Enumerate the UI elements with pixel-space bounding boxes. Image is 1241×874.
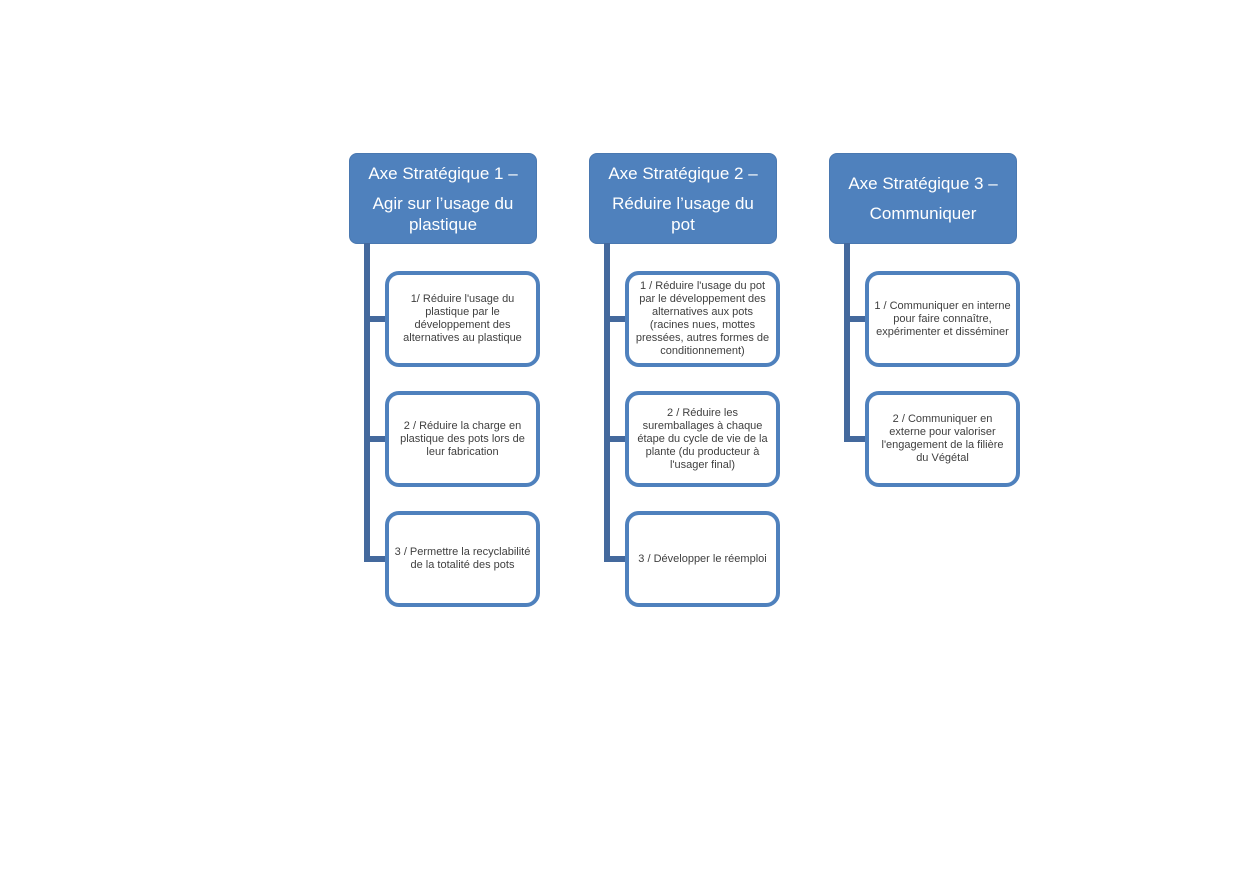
axis-1-connector-stub-1 — [364, 316, 386, 322]
axis-3-connector-stub-1 — [844, 316, 866, 322]
axis-column-1: Axe Stratégique 1 – Agir sur l’usage du … — [349, 0, 541, 874]
axis-3-connector-stub-2 — [844, 436, 866, 442]
axis-1-title-line2: Agir sur l’usage du plastique — [372, 193, 514, 234]
axis-2-title-line2: Réduire l’usage du pot — [612, 193, 754, 234]
axis-3-action-2-label: 2 / Communiquer en externe pour valorise… — [881, 413, 1004, 464]
axis-3-connector-vertical — [844, 243, 850, 442]
axis-1-action-2-label: 2 / Réduire la charge en plastique des p… — [400, 419, 525, 458]
axis-2-action-box-1: 1 / Réduire l'usage du pot par le dévelo… — [625, 271, 780, 367]
axis-1-connector-vertical — [364, 243, 370, 562]
axis-2-connector-stub-1 — [604, 316, 626, 322]
axis-column-2: Axe Stratégique 2 – Réduire l’usage du p… — [589, 0, 781, 874]
axis-1-action-box-3: 3 / Permettre la recyclabilité de la tot… — [385, 511, 540, 607]
axis-column-3: Axe Stratégique 3 – Communiquer 1 / Comm… — [829, 0, 1021, 874]
axis-3-header: Axe Stratégique 3 – Communiquer — [829, 153, 1017, 244]
axis-2-action-box-2: 2 / Réduire les suremballages à chaque é… — [625, 391, 780, 487]
axis-1-header: Axe Stratégique 1 – Agir sur l’usage du … — [349, 153, 537, 244]
axis-1-title-line1: Axe Stratégique 1 – — [368, 163, 518, 183]
axis-2-action-box-3: 3 / Développer le réemploi — [625, 511, 780, 607]
axis-3-action-box-1: 1 / Communiquer en interne pour faire co… — [865, 271, 1020, 367]
axis-2-title-line1: Axe Stratégique 2 – — [608, 163, 758, 183]
axis-2-action-3-label: 3 / Développer le réemploi — [638, 552, 767, 565]
axis-1-action-box-2: 2 / Réduire la charge en plastique des p… — [385, 391, 540, 487]
axis-2-action-1-label: 1 / Réduire l'usage du pot par le dévelo… — [635, 280, 770, 357]
axis-3-title-line1: Axe Stratégique 3 – — [848, 174, 998, 193]
axis-1-connector-stub-3 — [364, 556, 386, 562]
axis-3-action-box-2: 2 / Communiquer en externe pour valorise… — [865, 391, 1020, 487]
axis-1-connector-stub-2 — [364, 436, 386, 442]
axis-3-title-line2: Communiquer — [869, 204, 977, 223]
axis-2-action-2-label: 2 / Réduire les suremballages à chaque é… — [637, 406, 768, 471]
axis-2-header: Axe Stratégique 2 – Réduire l’usage du p… — [589, 153, 777, 244]
axis-1-action-1-label: 1/ Réduire l'usage du plastique par le d… — [403, 293, 522, 344]
axis-2-connector-stub-3 — [604, 556, 626, 562]
axis-2-connector-vertical — [604, 243, 610, 562]
axis-3-action-1-label: 1 / Communiquer en interne pour faire co… — [874, 299, 1011, 338]
axis-2-connector-stub-2 — [604, 436, 626, 442]
axis-1-action-3-label: 3 / Permettre la recyclabilité de la tot… — [394, 546, 531, 571]
axis-1-action-box-1: 1/ Réduire l'usage du plastique par le d… — [385, 271, 540, 367]
